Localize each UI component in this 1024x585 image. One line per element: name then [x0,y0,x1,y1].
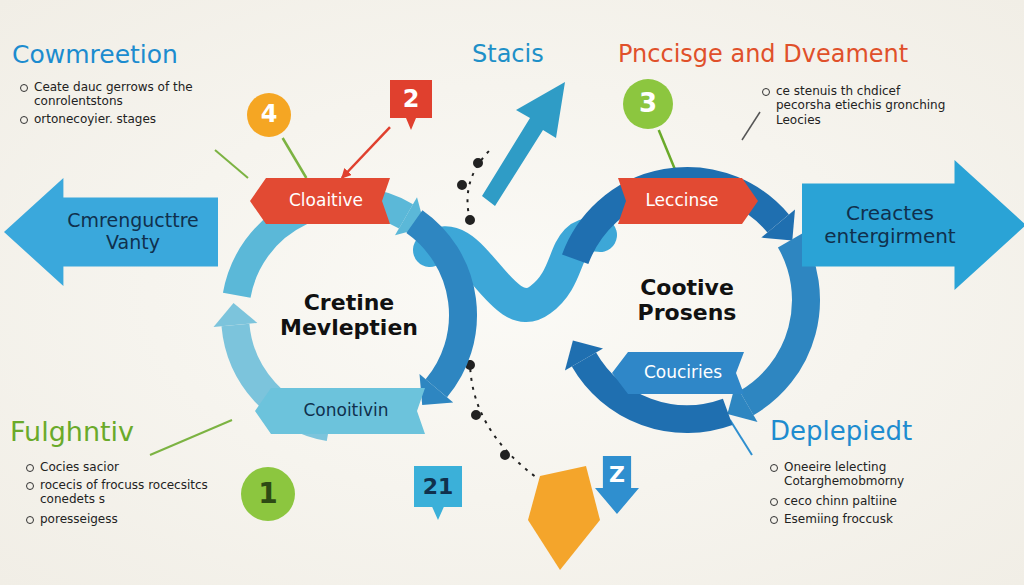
ribbon-banner: Cloaitive [250,178,390,224]
callout-circle: 3 [622,78,674,130]
connector-line [342,127,390,178]
bullet-mark [20,116,28,124]
circle-shape [623,79,673,129]
leader-line [150,420,232,455]
node-text: Conoitivin [303,401,388,421]
bullet-mark [26,482,34,490]
callout-arrow: Z [595,456,639,514]
shape-fill [618,178,758,224]
callout-circle: 4 [246,92,292,138]
shape-fill [255,388,425,434]
node-text: Cretine Mevleptien [260,290,438,341]
shape-fill [612,352,744,394]
ring-arrowhead [761,209,795,240]
ring-arrowhead [420,374,454,405]
bullet-mark [762,88,770,96]
ribbon-banner: Conoitivin [255,388,425,434]
heading: Fulghntiv [10,416,230,448]
ribbon-banner: Leccinse [618,178,758,224]
bullet-text: poresseigess [40,512,230,526]
ring-arc [747,241,807,404]
bullet-mark [20,84,28,92]
node-text: 1 [258,478,277,510]
bullet-text: ceco chinn paltiine [784,494,999,508]
node-text: 3 [639,89,657,119]
node-text: Z [609,462,625,487]
bullet-text: rocecis of frocuss rocecsitcs conedets s [40,478,230,507]
node-text: Cootive Prosens [596,275,778,326]
connector-line [283,138,307,178]
orange-pointer [528,466,600,570]
right-arrow: Creactes entergirment [802,160,1024,290]
callout-pin: 21 [414,466,462,520]
shape-fill [595,456,639,514]
ring-arc [414,222,463,389]
heading: Deplepiedt [770,416,1020,447]
circle-shape [247,93,291,137]
node-text: Leccinse [645,191,718,211]
ribbon-banner: Couciries [612,352,744,394]
heading: Pnccisge and Dveament [618,40,1018,69]
shape-fill [390,80,432,130]
shape-fill [414,466,462,520]
bullet-mark [770,516,778,524]
leader-line [730,420,752,455]
node-text: Cmrengucttre Vanty [56,210,210,254]
heading: Stacis [472,40,612,69]
bullet-text: Cocies sacior [40,460,230,474]
node-text: Cloaitive [289,191,363,211]
shape-fill [4,178,218,286]
teal-arrow [482,82,565,206]
ring-arrowhead [214,303,258,327]
bullet-mark [26,464,34,472]
node-text: Couciries [644,363,722,383]
node-text: 21 [423,474,454,499]
circle-shape [241,467,295,521]
node-text: Creactes entergirment [810,202,970,248]
node-text: 2 [403,86,420,114]
left-arrow: Cmrengucttre Vanty [4,178,218,286]
heading: Cowmreetion [12,40,312,70]
shape-fill [250,178,390,224]
leader-line [742,112,760,140]
bullet-mark [26,516,34,524]
bullet-text: Esemiing froccusk [784,512,999,526]
shape-fill [802,160,1024,290]
bullet-mark [770,498,778,506]
bullet-mark [770,464,778,472]
bullet-text: ce stenuis th chdicef pecorsha etiechis … [776,84,956,127]
bullet-text: ortonecoyier. stages [34,112,234,126]
callout-pin: 2 [390,80,432,130]
bullet-text: Oneeire lelecting Cotarghemobmorny [784,460,999,489]
ring-arrowhead [565,340,603,370]
callout-circle: 1 [240,466,296,522]
node-text: 4 [261,101,278,129]
bullet-text: Ceate dauc gerrows of the conrolentstons [34,80,234,109]
leader-line [215,150,248,178]
